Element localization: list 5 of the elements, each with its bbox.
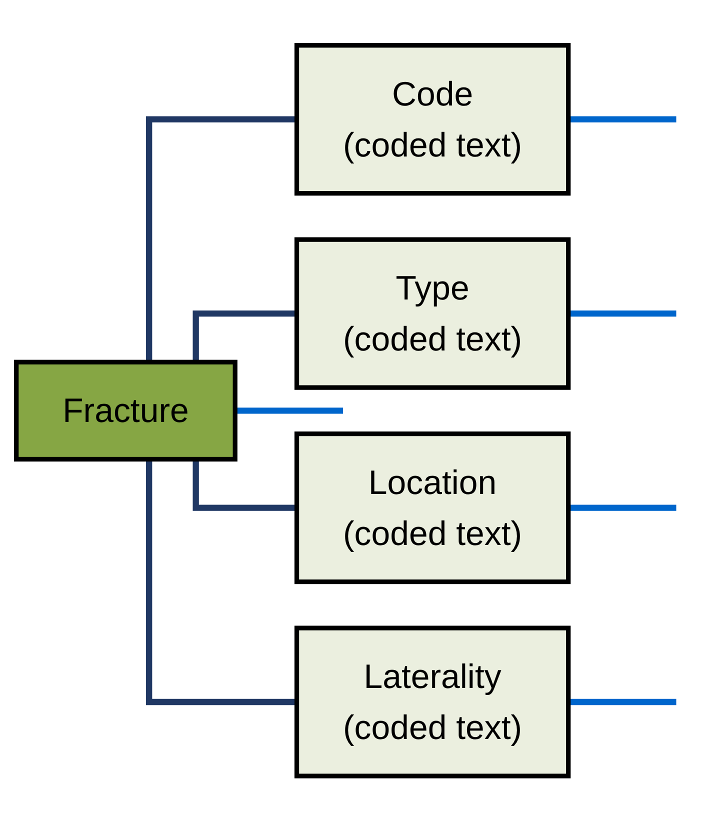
node-box: Laterality (coded text): [294, 626, 571, 779]
node-box: Location (coded text): [294, 432, 571, 584]
node-box: Fracture: [14, 360, 238, 462]
node-box: Code (coded text): [294, 43, 571, 196]
node-box: Type (coded text): [294, 238, 571, 390]
